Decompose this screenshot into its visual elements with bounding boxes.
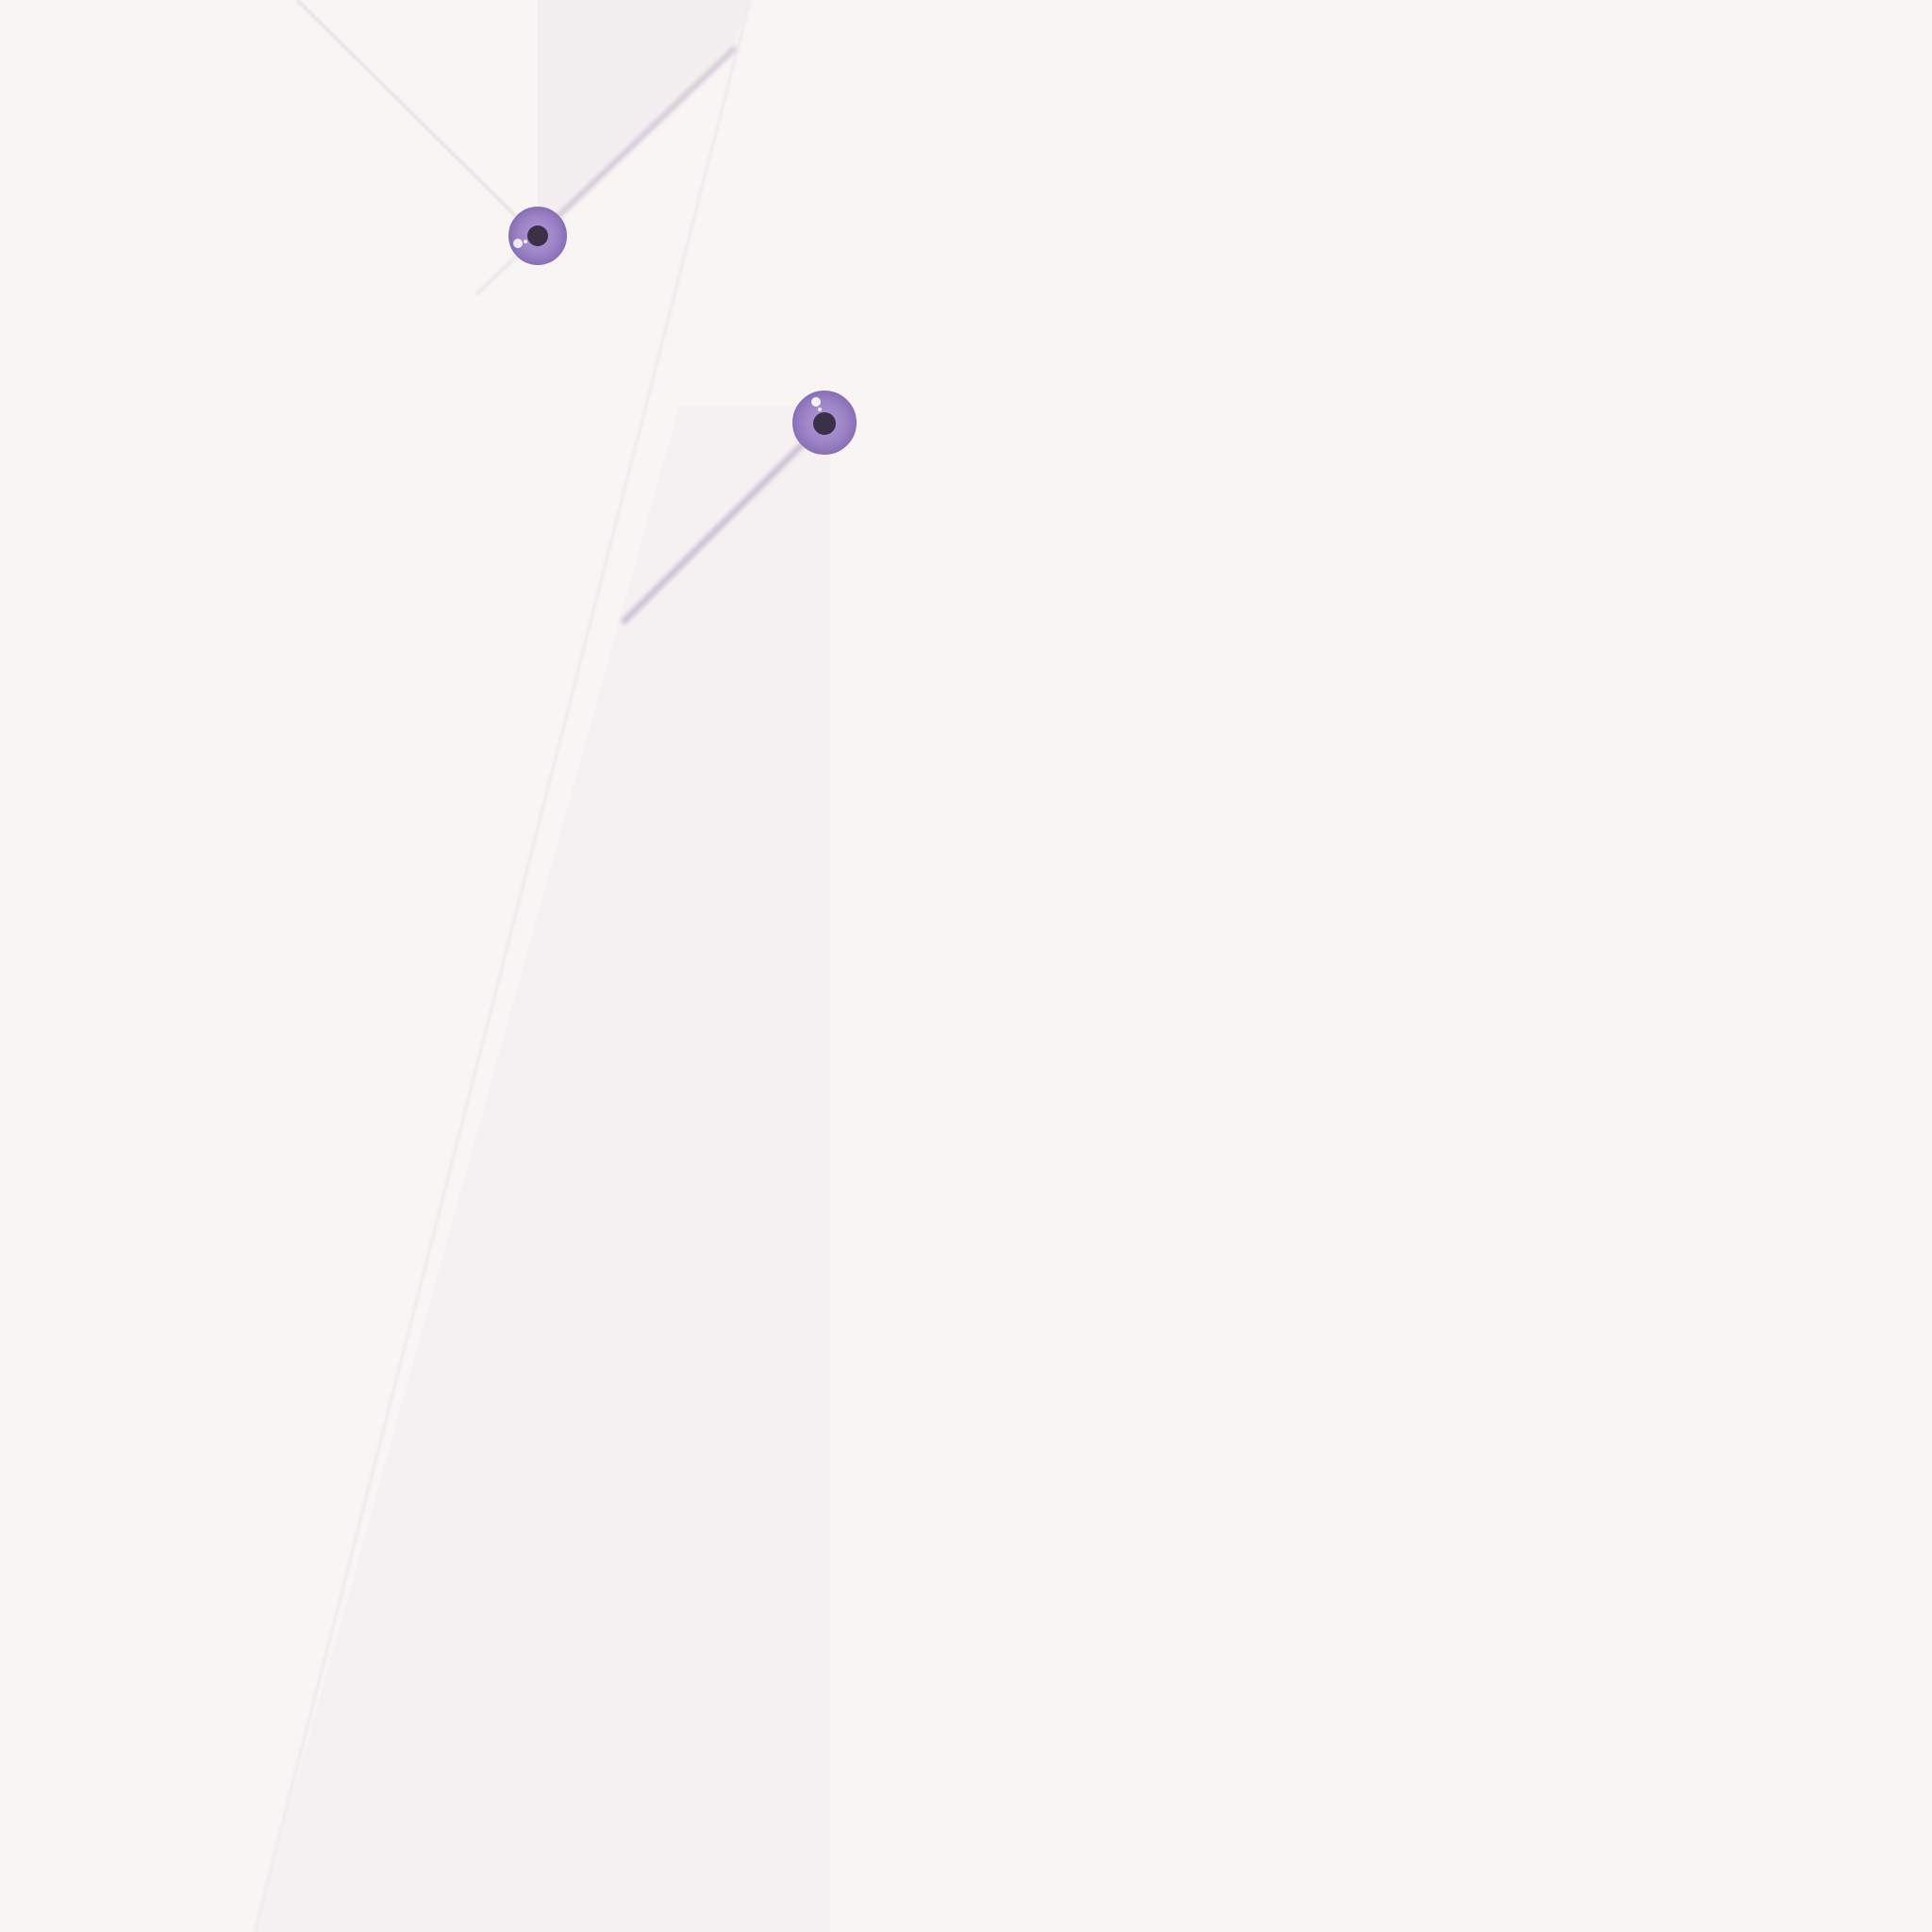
eye-icon — [508, 207, 567, 265]
slanted-edge — [253, 0, 752, 1932]
upper-wedge — [538, 0, 750, 236]
diagonal-line-upper — [535, 44, 739, 239]
diagonal-line-lower — [620, 422, 825, 625]
eye-icon — [792, 391, 857, 455]
slanted-panel — [255, 406, 830, 1932]
diagonal-line-topleft — [295, 0, 538, 238]
